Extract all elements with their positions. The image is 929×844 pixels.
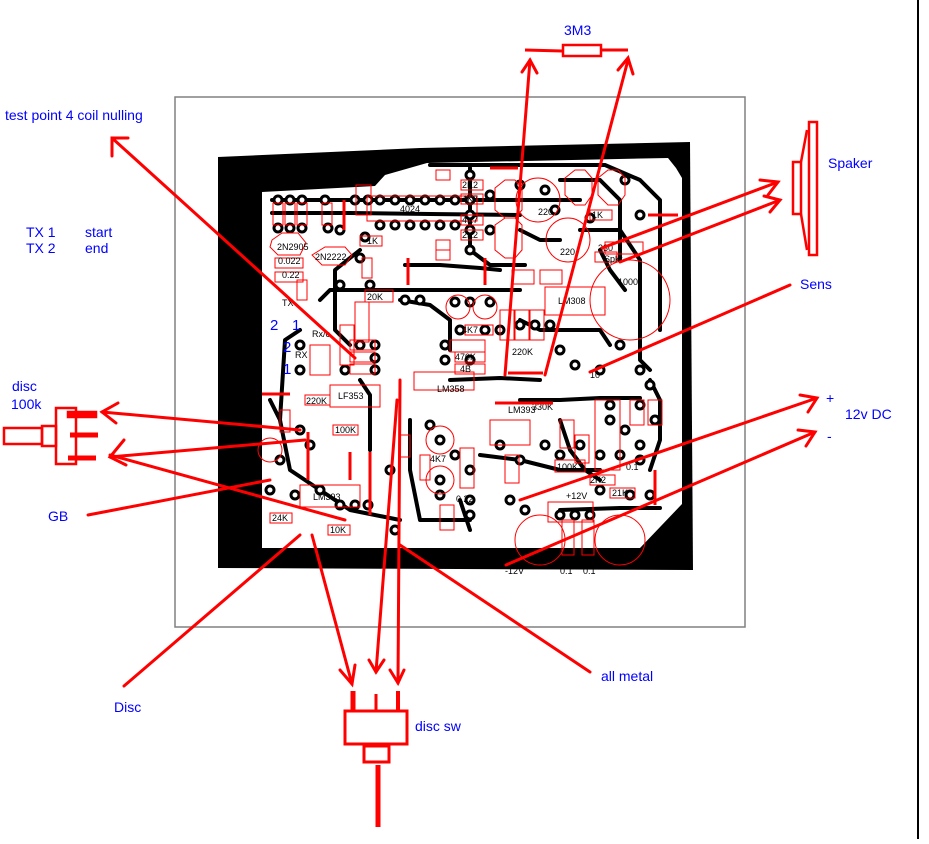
wire-speaker-2 xyxy=(618,198,782,264)
svg-text:LF353: LF353 xyxy=(338,391,364,401)
pcb-components xyxy=(257,169,671,566)
wire-gb xyxy=(86,478,272,517)
svg-text:TX: TX xyxy=(282,298,294,308)
wire-disc xyxy=(122,533,302,688)
svg-text:24K: 24K xyxy=(272,513,288,523)
svg-text:1K: 1K xyxy=(367,236,378,246)
wire-3m3-left xyxy=(503,58,532,377)
svg-text:10K: 10K xyxy=(330,525,346,535)
svg-text:2K2: 2K2 xyxy=(590,475,606,485)
wire-pot-2 xyxy=(108,438,307,459)
svg-text:LM358: LM358 xyxy=(437,384,465,394)
label-tx2-desc: end xyxy=(85,240,109,256)
svg-text:1K: 1K xyxy=(592,210,603,220)
svg-text:100K: 100K xyxy=(557,462,578,472)
svg-text:1: 1 xyxy=(292,317,300,334)
pcb-text: 4024 LM358 LM308 LM393 LM393 LF353 2N290… xyxy=(270,180,639,576)
svg-text:-12V: -12V xyxy=(505,566,524,576)
svg-text:10: 10 xyxy=(590,370,600,380)
label-all-metal: all metal xyxy=(601,668,654,684)
svg-text:100K: 100K xyxy=(335,425,356,435)
wire-speaker-1 xyxy=(600,180,780,250)
svg-text:4K7: 4K7 xyxy=(462,215,478,225)
svg-text:4K7: 4K7 xyxy=(430,454,446,464)
svg-text:220: 220 xyxy=(560,247,575,257)
svg-text:2: 2 xyxy=(283,339,291,356)
wire-3m3-right xyxy=(543,58,630,377)
svg-text:LM393: LM393 xyxy=(508,405,536,415)
svg-text:220K: 220K xyxy=(306,396,327,406)
svg-text:2N2222: 2N2222 xyxy=(315,252,347,262)
board-frame xyxy=(174,96,746,628)
label-tx1-desc: start xyxy=(85,224,113,240)
label-disc-sw: disc sw xyxy=(415,718,461,734)
label-sens: Sens xyxy=(800,276,832,292)
svg-text:0.22: 0.22 xyxy=(282,270,300,280)
svg-text:4B: 4B xyxy=(460,364,471,374)
wire-all-metal xyxy=(398,543,592,674)
label-minus: - xyxy=(827,428,832,444)
wire-pot-1 xyxy=(100,410,302,432)
svg-text:470K: 470K xyxy=(455,352,476,362)
wire-plus xyxy=(518,396,819,502)
wire-sw-2 xyxy=(374,398,399,674)
label-disc-pot: disc xyxy=(12,378,37,394)
pcb-jumpers xyxy=(262,166,678,515)
resistor-3m3-symbol xyxy=(524,43,628,58)
wire-minus xyxy=(504,430,817,567)
label-disc: Disc xyxy=(114,699,142,715)
svg-text:0.22: 0.22 xyxy=(456,494,474,504)
label-disc-pot-value: 100k xyxy=(11,396,42,412)
label-supply: 12v DC xyxy=(845,406,892,422)
svg-text:LM308: LM308 xyxy=(558,296,586,306)
speaker-symbol xyxy=(791,120,819,257)
label-3m3: 3M3 xyxy=(564,22,592,38)
pcb-board: 4024 LM358 LM308 LM393 LM393 LF353 2N290… xyxy=(218,142,693,576)
svg-text:2N2905: 2N2905 xyxy=(277,242,309,252)
label-speaker: Spaker xyxy=(828,155,873,171)
svg-text:0.022: 0.022 xyxy=(278,256,301,266)
svg-text:4K7: 4K7 xyxy=(462,325,478,335)
svg-text:1000: 1000 xyxy=(618,277,638,287)
label-tx1: TX 1 xyxy=(26,224,56,240)
svg-text:2K2: 2K2 xyxy=(462,180,478,190)
svg-text:2: 2 xyxy=(270,317,278,334)
svg-text:RX: RX xyxy=(295,350,308,360)
wire-sens xyxy=(588,283,792,374)
wire-sw-1 xyxy=(310,533,354,686)
label-tx2: TX 2 xyxy=(26,240,56,256)
switch-symbol xyxy=(343,691,409,827)
label-plus: + xyxy=(826,390,835,406)
svg-text:4024: 4024 xyxy=(400,204,420,214)
svg-text:Spkr: Spkr xyxy=(604,254,623,264)
svg-text:+12V: +12V xyxy=(566,491,587,501)
wire-sw-3 xyxy=(396,378,402,685)
svg-text:4K7: 4K7 xyxy=(462,194,478,204)
potentiometer-symbol xyxy=(2,406,98,466)
svg-text:2K2: 2K2 xyxy=(462,230,478,240)
svg-text:220K: 220K xyxy=(512,347,533,357)
wire-test-point xyxy=(110,136,357,360)
svg-text:0.1: 0.1 xyxy=(560,566,573,576)
svg-text:1: 1 xyxy=(283,361,291,378)
svg-text:LM393: LM393 xyxy=(313,492,341,502)
svg-text:20K: 20K xyxy=(367,292,383,302)
svg-text:330K: 330K xyxy=(532,402,553,412)
svg-text:21K: 21K xyxy=(612,488,628,498)
svg-text:0.1: 0.1 xyxy=(583,566,596,576)
svg-text:Rx/c: Rx/c xyxy=(312,329,331,339)
wires xyxy=(86,54,820,688)
label-gb: GB xyxy=(48,508,69,524)
svg-text:0.1: 0.1 xyxy=(626,462,639,472)
svg-text:220: 220 xyxy=(538,207,553,217)
label-test-point: test point 4 coil nulling xyxy=(5,107,143,123)
